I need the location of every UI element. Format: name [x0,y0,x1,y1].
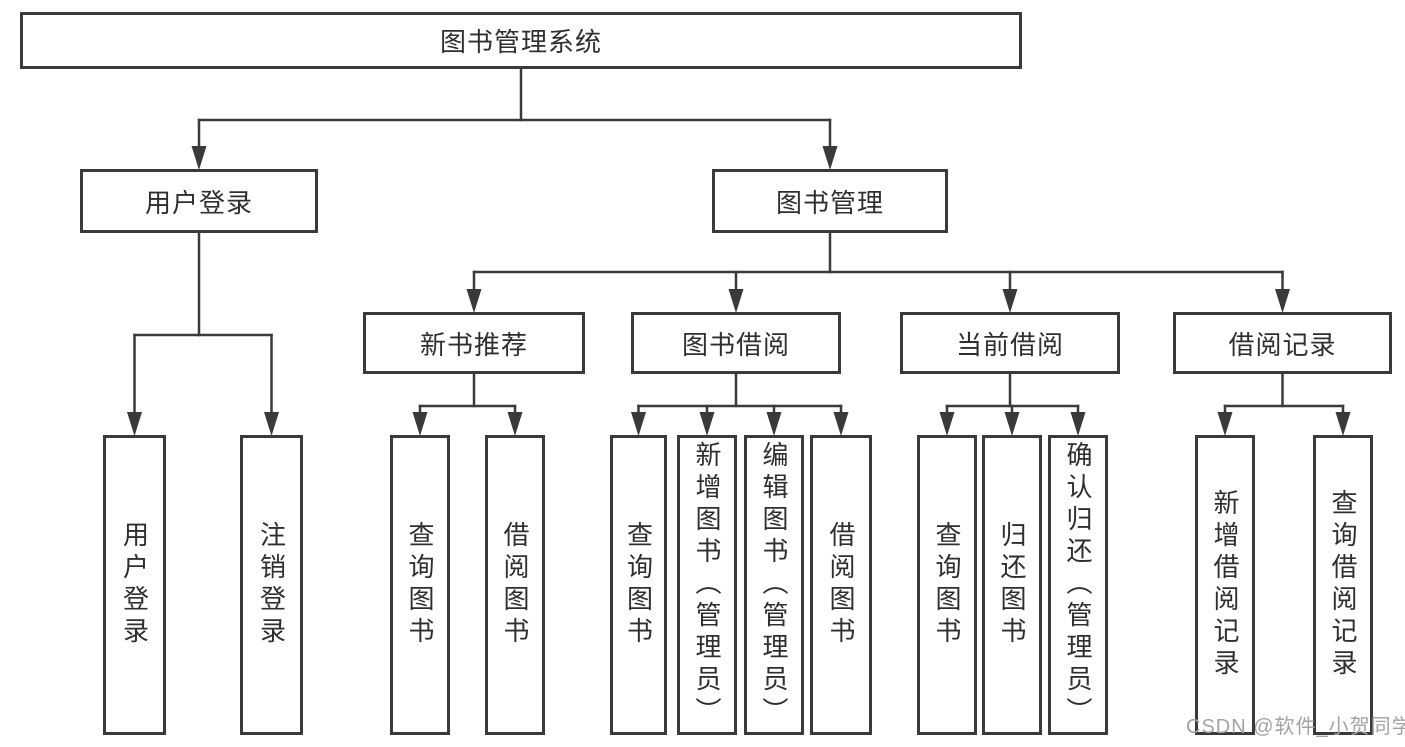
node-leaf-bb-add: 新增图书（管理员） [677,435,737,735]
node-leaf-bb-borrow: 借阅图书 [810,435,872,735]
node-leaf-cb-confirm: 确认归还（管理员） [1048,435,1108,735]
node-leaf-user-login: 用户登录 [103,435,166,735]
arrow-down-icon [822,146,838,170]
arrow-down-icon [699,412,715,436]
node-new-book-rec: 新书推荐 [363,312,585,374]
arrow-down-icon [1217,412,1233,436]
arrow-down-icon [1335,412,1351,436]
arrow-down-icon [466,289,482,313]
arrow-down-icon [1070,412,1086,436]
node-leaf-logout: 注销登录 [240,435,303,735]
node-leaf-cb-query: 查询图书 [917,435,977,735]
watermark: CSDN @软件_小贺同学 [1186,716,1405,738]
arrow-down-icon [1275,289,1290,313]
arrow-down-icon [507,412,523,436]
node-book-mgmt: 图书管理 [712,169,948,233]
node-book-borrow: 图书借阅 [631,312,841,374]
arrow-down-icon [264,412,279,436]
arrow-down-icon [1002,289,1018,313]
node-leaf-br-add: 新增借阅记录 [1195,435,1255,735]
node-leaf-nbr-query: 查询图书 [390,435,450,735]
arrow-down-icon [1004,412,1020,436]
node-current-borrow: 当前借阅 [900,312,1120,374]
node-leaf-bb-edit: 编辑图书（管理员） [744,435,804,735]
arrow-down-icon [766,412,782,436]
node-leaf-nbr-borrow: 借阅图书 [485,435,545,735]
node-user-login: 用户登录 [80,169,318,233]
arrow-down-icon [728,289,744,313]
arrow-down-icon [939,412,955,436]
arrow-down-icon [191,146,207,170]
node-leaf-bb-query: 查询图书 [610,435,667,735]
arrow-down-icon [833,412,849,436]
node-leaf-cb-return: 归还图书 [982,435,1042,735]
node-root: 图书管理系统 [20,12,1022,69]
node-leaf-br-query: 查询借阅记录 [1313,435,1373,735]
arrow-down-icon [412,412,428,436]
arrow-down-icon [127,412,142,436]
node-borrow-records: 借阅记录 [1173,312,1392,374]
arrow-down-icon [631,412,646,436]
